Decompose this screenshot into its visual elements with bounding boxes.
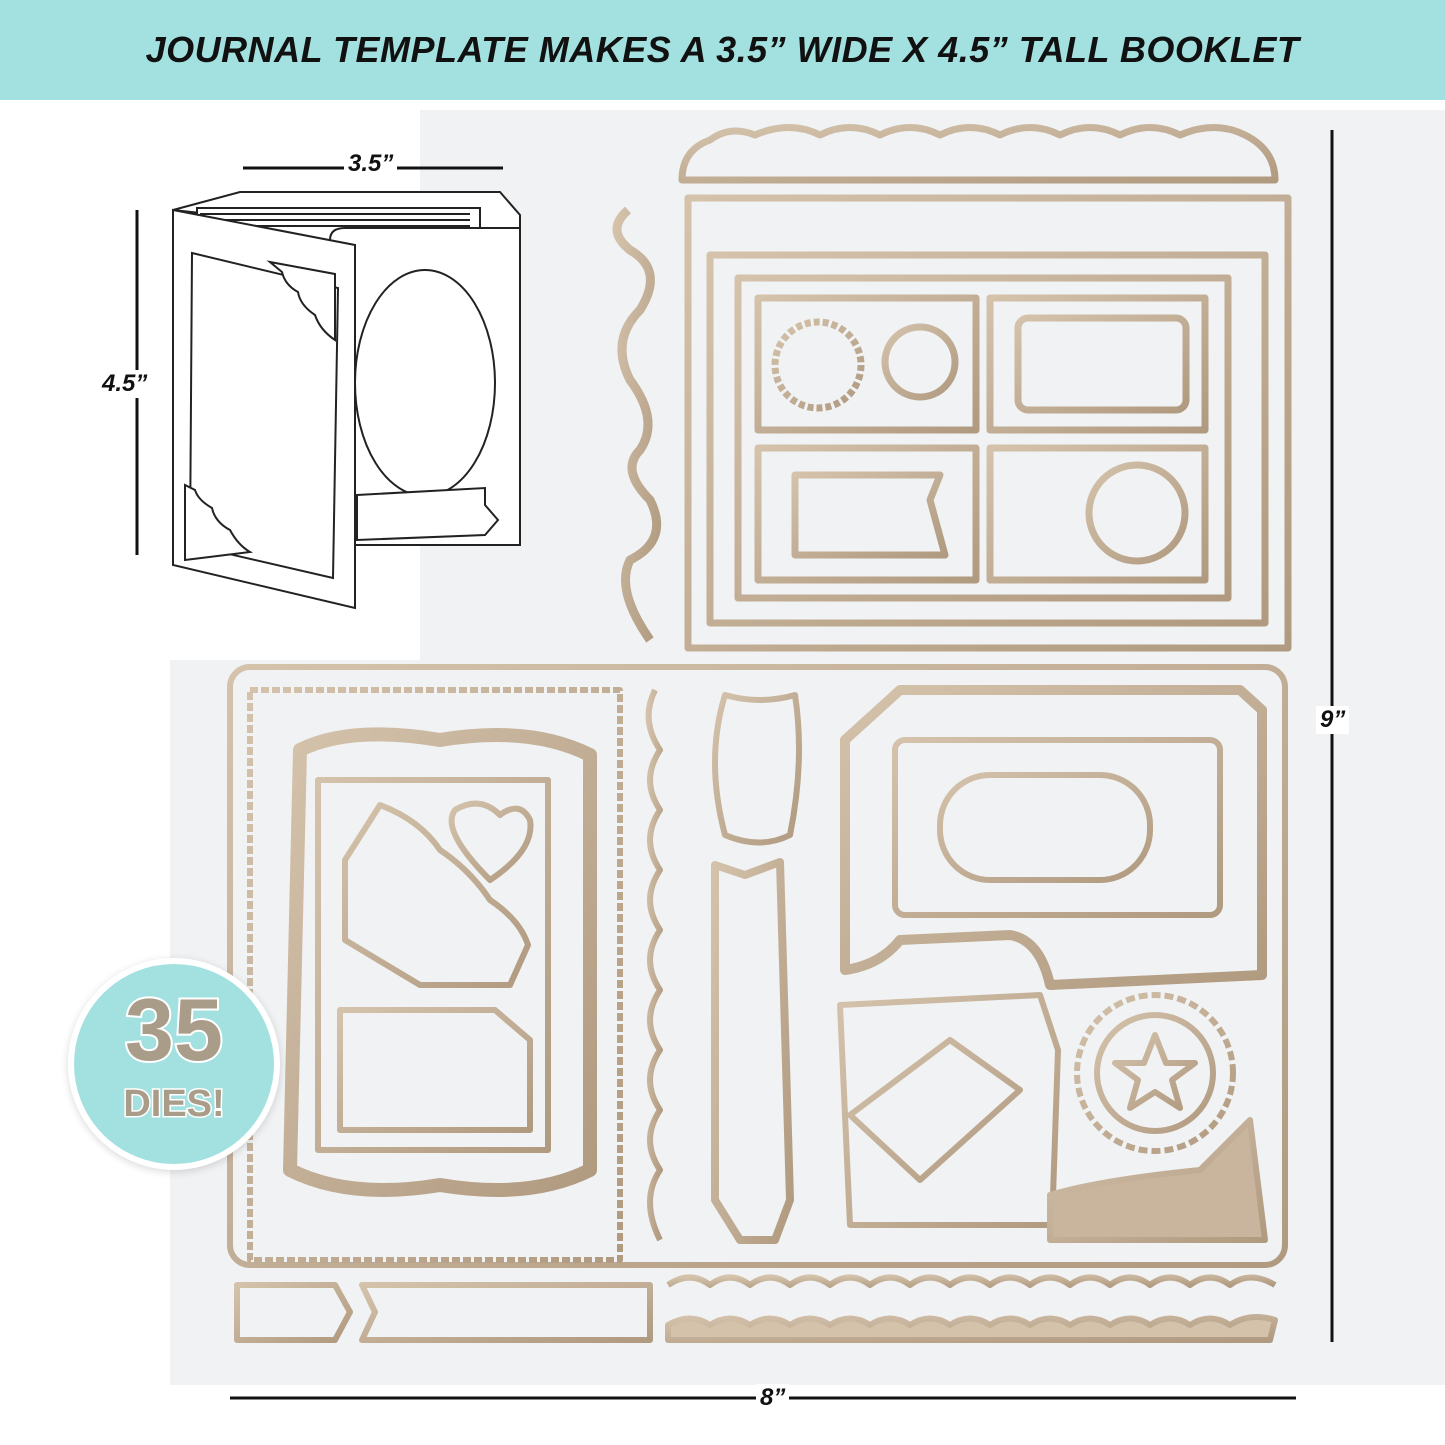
booklet-width-label: 3.5” (344, 150, 398, 178)
die-count-badge: 35 DIES! (68, 958, 280, 1170)
booklet-illustration (172, 191, 521, 610)
sheet-height-label: 9” (1316, 706, 1350, 734)
die-count: 35 (123, 980, 225, 1079)
die-sheet-bottom (227, 664, 1288, 1343)
die-sheet-top (612, 124, 1292, 652)
header-banner: JOURNAL TEMPLATE MAKES A 3.5” WIDE X 4.5… (0, 0, 1445, 100)
die-count-label: DIES! (122, 1083, 226, 1126)
header-title: JOURNAL TEMPLATE MAKES A 3.5” WIDE X 4.5… (145, 29, 1300, 70)
sheet-width-label: 8” (756, 1384, 790, 1412)
booklet-height-label: 4.5” (98, 370, 152, 398)
